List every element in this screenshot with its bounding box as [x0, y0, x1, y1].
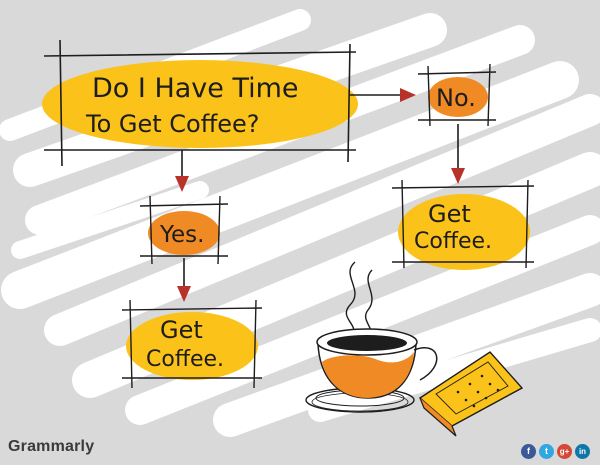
yes-box-outline	[139, 195, 229, 265]
question-text-line2: To Get Coffee?	[85, 110, 260, 138]
twitter-icon[interactable]: t	[539, 444, 554, 459]
no-node: No.	[417, 63, 497, 127]
no-action-blob	[398, 194, 530, 270]
no-label: No.	[436, 84, 476, 112]
steam-line	[345, 261, 356, 336]
yes-label: Yes.	[159, 222, 204, 248]
cracker-illustration	[418, 351, 524, 437]
question-blob	[42, 60, 358, 148]
coffee-cup-illustration	[305, 261, 438, 413]
arrow-to-no	[350, 88, 416, 102]
no-action-node: Get Coffee.	[391, 179, 535, 270]
question-text-line1: Do I Have Time	[92, 73, 299, 104]
grammarly-logo: Grammarly	[8, 438, 95, 455]
arrow-no-to-action	[451, 124, 465, 184]
question-node: Do I Have Time To Get Coffee?	[42, 39, 358, 167]
no-action-text-line1: Get	[428, 200, 471, 228]
yes-action-box-outline	[121, 299, 263, 389]
cracker-dots	[456, 374, 500, 408]
question-box-outline	[43, 39, 357, 167]
arrow-yes-to-action	[177, 258, 191, 302]
facebook-icon[interactable]: f	[521, 444, 536, 459]
cracker	[418, 351, 524, 427]
google-plus-icon[interactable]: g+	[557, 444, 572, 459]
no-box-outline	[417, 63, 497, 127]
social-share-icons: f t g+ in	[521, 444, 590, 459]
cup-orange-band	[322, 352, 414, 398]
no-blob	[428, 77, 488, 117]
yes-action-text-line2: Coffee.	[146, 347, 224, 372]
yes-action-node: Get Coffee.	[121, 299, 263, 389]
yes-action-text-line1: Get	[160, 316, 203, 344]
arrow-to-yes	[175, 150, 189, 192]
linkedin-icon[interactable]: in	[575, 444, 590, 459]
no-action-box-outline	[391, 179, 535, 269]
coffee-surface	[327, 335, 407, 351]
yes-blob	[148, 211, 220, 255]
yes-node: Yes.	[139, 195, 229, 265]
cup-handle	[413, 347, 438, 381]
yes-action-blob	[126, 312, 258, 380]
no-action-text-line2: Coffee.	[414, 229, 492, 254]
